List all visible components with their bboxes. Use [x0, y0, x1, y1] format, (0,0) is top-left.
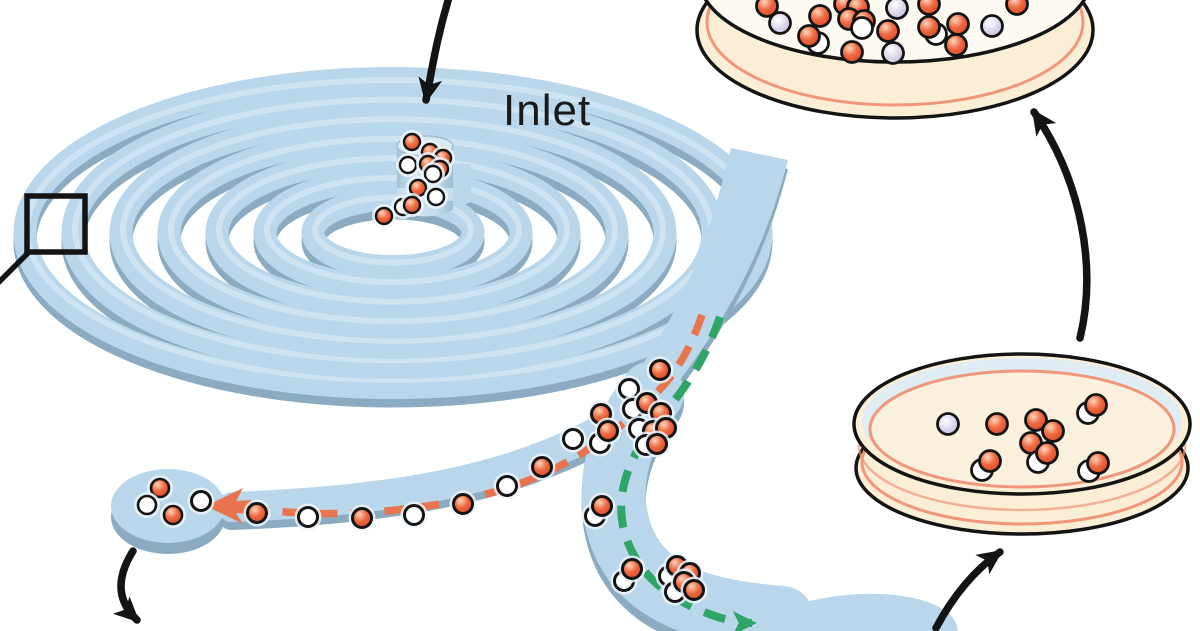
particle-orange — [149, 477, 171, 499]
particle-orange — [683, 579, 705, 601]
main-channel-lobe — [738, 593, 958, 631]
particle-orange — [917, 15, 941, 39]
particle-white — [850, 16, 874, 40]
particle-orange — [808, 4, 832, 28]
particle-orange — [917, 0, 941, 16]
particle-orange — [1084, 393, 1108, 417]
particle-lavender — [980, 14, 1004, 38]
sorted-dish-particles — [936, 393, 1110, 483]
exit-channel-top — [622, 148, 788, 398]
magnified-region-box — [0, 193, 88, 285]
particle-lavender — [881, 41, 905, 65]
particle-lavender — [885, 0, 909, 20]
particle-orange — [597, 420, 619, 442]
particle-orange — [1005, 0, 1029, 16]
dish-rim-line — [705, 0, 1085, 107]
particle-orange — [944, 33, 968, 57]
particle-orange — [946, 12, 970, 36]
particle-orange — [985, 412, 1009, 436]
reservoir-particles — [134, 475, 186, 528]
spiral-ring-highlight — [264, 174, 522, 286]
focused-flow-arrowhead — [206, 488, 252, 524]
particle-orange — [646, 433, 668, 455]
particle-orange — [351, 507, 373, 529]
particle-orange — [246, 502, 268, 524]
mixed-sample-dish — [695, 0, 1095, 120]
particle-white — [136, 494, 158, 516]
sorted-sample-dish — [852, 352, 1192, 536]
zoom-connector-line — [0, 250, 31, 285]
particle-orange — [755, 0, 779, 18]
particle-orange — [1086, 451, 1110, 475]
particle-white — [426, 187, 446, 207]
spiral-channel — [13, 66, 773, 400]
collection-transfer-arrow — [932, 548, 1004, 631]
spiral-ring-highlight — [216, 155, 570, 305]
particle-orange — [162, 504, 184, 526]
workflow-arrows — [112, 0, 1091, 631]
inlet-particles — [372, 130, 455, 228]
particle-orange — [1041, 419, 1065, 443]
focused-stream-particles — [187, 356, 674, 532]
spiral-ring-highlight — [120, 116, 666, 344]
main-stream-particles — [581, 389, 708, 606]
particle-white — [496, 475, 518, 497]
particle-lavender — [768, 11, 792, 35]
particle-white — [562, 428, 584, 450]
particle-orange — [876, 19, 900, 43]
spiral-ring-highlight — [312, 194, 474, 266]
spiral-ring-highlight — [168, 135, 618, 325]
inlet-cylinder-step — [453, 164, 471, 206]
waste-outlet-arrow — [112, 547, 141, 624]
particle-orange — [591, 495, 613, 517]
particle-orange — [621, 558, 643, 580]
particle-orange — [374, 206, 394, 226]
spiral-exit-channel — [622, 148, 788, 407]
dish-surface — [868, 369, 1176, 489]
dish-to-dish-arrow — [1030, 108, 1091, 342]
mixed-dish-particles — [755, 0, 1029, 65]
particle-orange — [1024, 408, 1048, 432]
particle-orange — [797, 24, 821, 48]
particle-white — [398, 155, 418, 175]
sample-inlet-arrow — [418, 0, 453, 104]
inlet-label: Inlet — [503, 86, 592, 135]
particle-orange — [978, 449, 1002, 473]
particle-white — [297, 506, 319, 528]
particle-orange — [452, 493, 474, 515]
particle-orange — [402, 132, 422, 152]
particle-white — [618, 378, 640, 400]
main-flow-arrow — [617, 315, 757, 631]
particle-lavender — [936, 412, 960, 436]
particle-orange — [402, 195, 422, 215]
zoom-square — [24, 193, 88, 255]
particle-orange — [840, 40, 864, 64]
particle-orange — [649, 359, 671, 381]
particle-orange — [531, 456, 553, 478]
particle-orange — [1035, 441, 1059, 465]
particle-white — [190, 490, 212, 512]
target-outlet-branch — [111, 385, 667, 554]
particle-white — [423, 164, 443, 184]
particle-white — [403, 504, 425, 526]
